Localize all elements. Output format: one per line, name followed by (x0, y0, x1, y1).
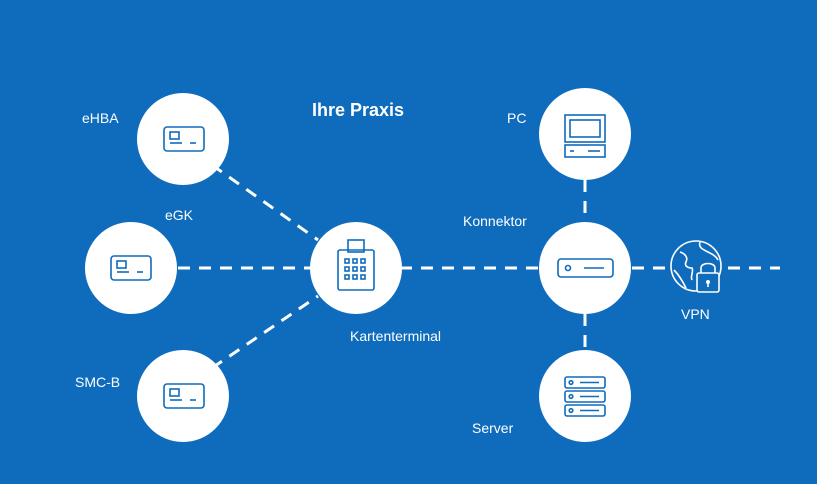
konnektor-node (539, 222, 631, 314)
globe-lock-icon (670, 240, 722, 293)
computer-icon (564, 114, 606, 158)
pc-label: PC (507, 110, 527, 126)
card-icon (163, 383, 205, 409)
smcb-label: SMC-B (75, 374, 121, 390)
link-smcb-terminal (211, 294, 319, 370)
ehba-node (137, 93, 229, 185)
ehba-label: eHBA (82, 110, 119, 126)
kartenterminal-label: Kartenterminal (350, 328, 442, 344)
vpn-label: VPN (681, 306, 710, 322)
smcb-node (137, 350, 229, 442)
card-icon (110, 255, 152, 281)
server-icon (564, 376, 606, 417)
server-node (539, 350, 631, 442)
konnektor-label: Konnektor (463, 213, 527, 229)
egk-label: eGK (165, 207, 194, 223)
kartenterminal-node (310, 222, 402, 314)
card-icon (163, 126, 205, 152)
egk-node (85, 222, 177, 314)
network-diagram (85, 88, 780, 442)
card-terminal-icon (337, 239, 375, 291)
diagram-title: Ihre Praxis (312, 100, 405, 120)
connector-box-icon (557, 258, 614, 278)
pc-node (539, 88, 631, 180)
server-label: Server (472, 420, 514, 436)
link-ehba-terminal (211, 163, 319, 242)
